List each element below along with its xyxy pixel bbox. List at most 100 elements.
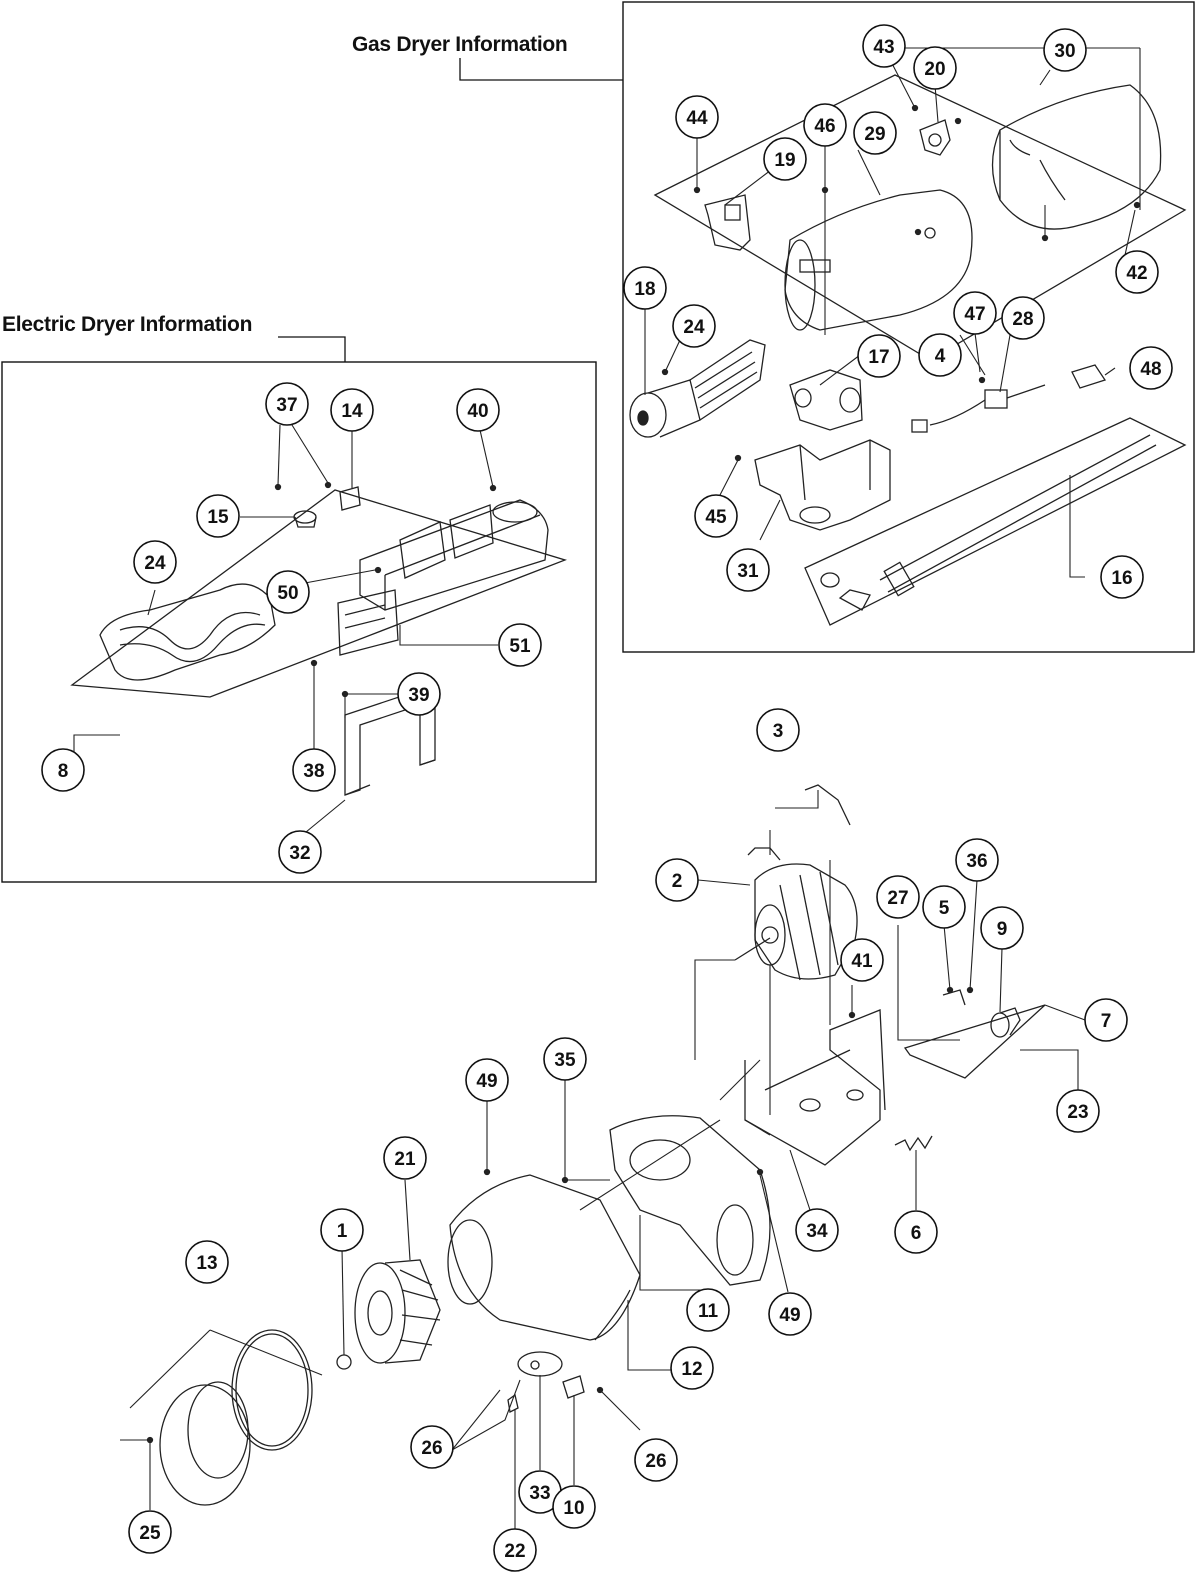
svg-text:4: 4 bbox=[935, 346, 946, 367]
part-21-blower-wheel bbox=[354, 1259, 441, 1364]
svg-text:37: 37 bbox=[276, 395, 297, 416]
callout-22: 22 bbox=[493, 1528, 537, 1572]
svg-text:49: 49 bbox=[779, 1305, 800, 1326]
callout-6: 6 bbox=[894, 1210, 938, 1254]
callout-30: 30 bbox=[1043, 28, 1087, 72]
svg-text:12: 12 bbox=[681, 1359, 702, 1380]
part-23-idler-bracket bbox=[903, 1004, 1046, 1079]
svg-text:45: 45 bbox=[705, 507, 727, 528]
svg-text:1: 1 bbox=[337, 1221, 348, 1242]
svg-text:43: 43 bbox=[873, 37, 894, 58]
svg-text:19: 19 bbox=[774, 150, 795, 171]
part-31-burner-base bbox=[754, 439, 891, 531]
callout-36: 36 bbox=[955, 838, 999, 882]
part-14-thermostat bbox=[339, 486, 361, 511]
callout-46: 46 bbox=[803, 103, 847, 147]
callout-43: 43 bbox=[862, 24, 906, 68]
svg-text:31: 31 bbox=[737, 561, 759, 582]
gas-burner-plane bbox=[653, 74, 1187, 361]
electric-leader-lines bbox=[73, 424, 498, 833]
gas-dryer-title: Gas Dryer Information bbox=[352, 33, 568, 56]
svg-text:11: 11 bbox=[698, 1301, 719, 1322]
callout-33: 33 bbox=[518, 1470, 562, 1514]
svg-text:50: 50 bbox=[277, 583, 298, 604]
callout-21: 21 bbox=[383, 1136, 427, 1180]
svg-text:29: 29 bbox=[864, 124, 885, 145]
callout-15: 15 bbox=[196, 494, 240, 538]
callout-19: 19 bbox=[763, 137, 807, 181]
svg-text:39: 39 bbox=[408, 685, 429, 706]
svg-text:24: 24 bbox=[144, 553, 166, 574]
part-30-combustion-chamber bbox=[991, 84, 1162, 230]
svg-text:6: 6 bbox=[911, 1223, 922, 1244]
svg-text:49: 49 bbox=[476, 1071, 497, 1092]
callout-48: 48 bbox=[1129, 346, 1173, 390]
svg-text:13: 13 bbox=[196, 1253, 217, 1274]
callout-16: 16 bbox=[1100, 555, 1144, 599]
callout-7: 7 bbox=[1084, 998, 1128, 1042]
svg-text:46: 46 bbox=[814, 116, 835, 137]
part-28-igniter bbox=[911, 384, 1046, 433]
callout-51: 51 bbox=[498, 623, 542, 667]
part-6-spring bbox=[894, 1135, 933, 1152]
gas-title-leader bbox=[459, 58, 623, 81]
callout-17: 17 bbox=[857, 334, 901, 378]
svg-text:23: 23 bbox=[1067, 1102, 1088, 1123]
part-29-burner-tube bbox=[784, 189, 973, 331]
svg-text:51: 51 bbox=[509, 636, 531, 657]
part-1-nut bbox=[336, 1354, 352, 1370]
callout-49-top: 49 bbox=[465, 1058, 509, 1102]
svg-text:21: 21 bbox=[394, 1149, 416, 1170]
main-fasteners bbox=[146, 986, 974, 1444]
callout-41: 41 bbox=[840, 938, 884, 982]
callout-31: 31 bbox=[726, 548, 770, 592]
callout-8: 8 bbox=[41, 748, 85, 792]
svg-text:20: 20 bbox=[924, 59, 945, 80]
svg-text:5: 5 bbox=[939, 898, 950, 919]
part-50-heater-housing bbox=[359, 499, 549, 611]
svg-text:7: 7 bbox=[1101, 1011, 1112, 1032]
part-12-blower-housing bbox=[447, 1174, 641, 1341]
callout-26-right: 26 bbox=[634, 1438, 678, 1482]
part-11-blower-cover bbox=[609, 1115, 771, 1286]
callout-28: 28 bbox=[1001, 296, 1045, 340]
svg-text:3: 3 bbox=[773, 721, 784, 742]
electric-fasteners bbox=[274, 481, 497, 698]
callout-26-left: 26 bbox=[410, 1425, 454, 1469]
callout-38: 38 bbox=[292, 748, 336, 792]
svg-text:32: 32 bbox=[289, 843, 310, 864]
callout-42: 42 bbox=[1115, 250, 1159, 294]
part-20-flame-sensor bbox=[919, 119, 951, 156]
electric-panel-frame bbox=[1, 361, 597, 883]
callout-13: 13 bbox=[185, 1240, 229, 1284]
callout-1: 1 bbox=[320, 1208, 364, 1252]
electric-dryer-title: Electric Dryer Information bbox=[2, 313, 253, 336]
callout-20: 20 bbox=[913, 46, 957, 90]
svg-text:34: 34 bbox=[806, 1221, 828, 1242]
part-33-thermostat bbox=[517, 1351, 563, 1377]
svg-text:27: 27 bbox=[887, 888, 908, 909]
callout-2: 2 bbox=[655, 858, 699, 902]
electric-plane bbox=[70, 489, 567, 698]
electric-title-leader bbox=[278, 336, 346, 362]
callout-3: 3 bbox=[756, 708, 800, 752]
svg-text:26: 26 bbox=[645, 1451, 666, 1472]
part-5-switch bbox=[942, 989, 966, 1006]
callout-34: 34 bbox=[795, 1208, 839, 1252]
svg-text:30: 30 bbox=[1054, 41, 1075, 62]
callout-27: 27 bbox=[876, 875, 920, 919]
callout-9: 9 bbox=[980, 906, 1024, 950]
part-13-blower-seal bbox=[159, 1329, 313, 1506]
callout-44: 44 bbox=[675, 95, 719, 139]
part-34-motor-mount bbox=[744, 1009, 886, 1166]
svg-text:33: 33 bbox=[529, 1483, 550, 1504]
callout-45: 45 bbox=[694, 494, 738, 538]
callout-18: 18 bbox=[623, 266, 667, 310]
svg-text:8: 8 bbox=[58, 761, 69, 782]
svg-text:48: 48 bbox=[1140, 359, 1161, 380]
part-19-bracket bbox=[704, 194, 751, 251]
callout-14: 14 bbox=[330, 388, 374, 432]
svg-text:35: 35 bbox=[554, 1050, 576, 1071]
svg-text:9: 9 bbox=[997, 919, 1008, 940]
